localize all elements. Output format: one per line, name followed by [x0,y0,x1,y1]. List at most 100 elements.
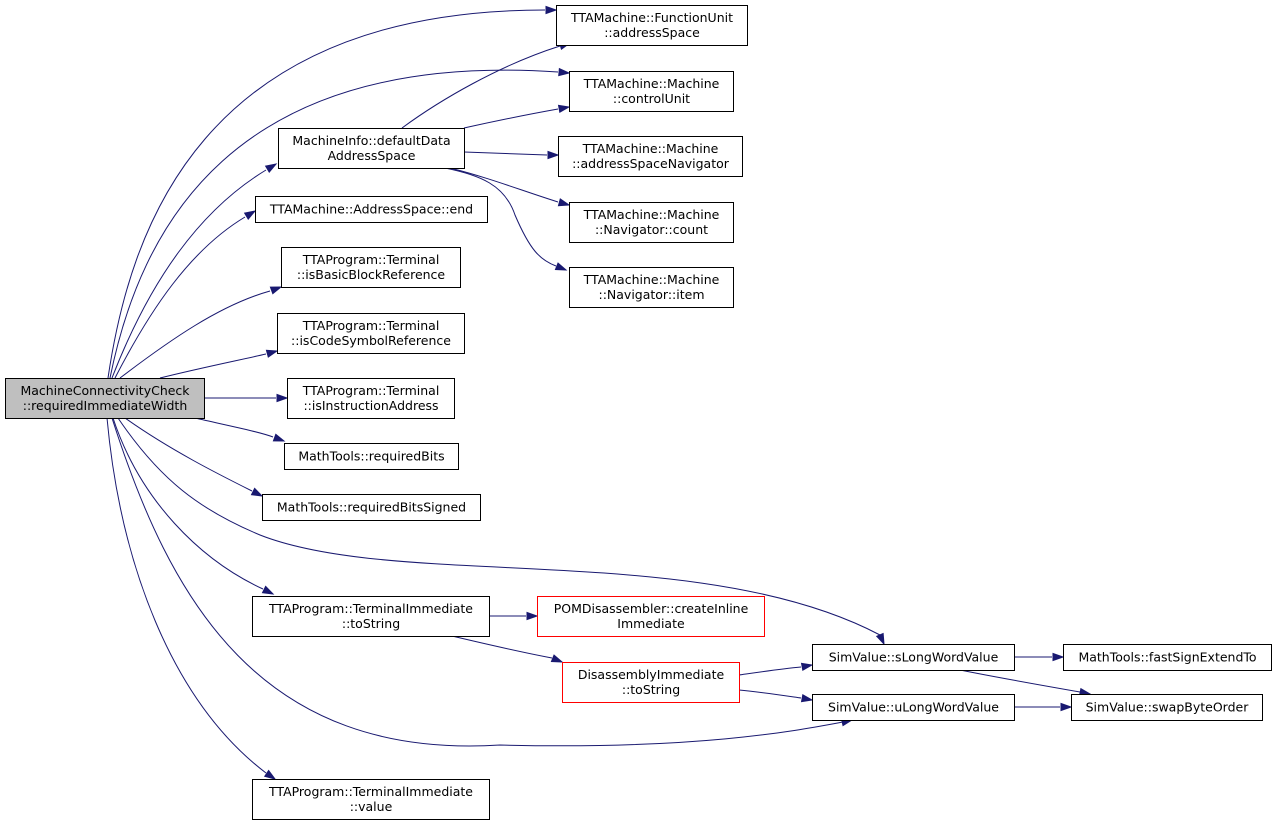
edge-line [444,167,557,267]
node-mt-rbs[interactable]: MathTools::requiredBitsSigned [262,494,481,521]
arrowhead-icon [547,150,560,160]
node-label-line: ::addressSpace [604,25,700,40]
edge-line [109,69,559,379]
edge-sv_ulwv-to-sv_sbo [1014,702,1073,712]
arrowhead-icon [557,104,571,114]
node-box [558,136,743,177]
arrowhead-icon [545,5,558,15]
node-label-line: TTAProgram::Terminal [302,318,440,333]
edge-line [738,666,802,676]
edge-line [106,417,267,774]
node-label-line: ::isInstructionAddress [303,398,438,413]
arrowhead-icon [800,693,814,703]
edge-line [112,417,264,590]
edge-line [107,9,546,379]
node-label-line: TTAMachine::Machine [582,141,719,156]
node-di-ts[interactable]: DisassemblyImmediate::toString [562,662,740,703]
node-m-cu[interactable]: TTAMachine::Machine::controlUnit [569,71,734,112]
node-label-line: ::toString [342,616,400,631]
node-label-line: TTAMachine::AddressSpace::end [269,202,473,217]
node-box [5,378,205,419]
arrowhead-icon [243,210,257,221]
arrowhead-icon [875,632,885,646]
node-nav-count[interactable]: TTAMachine::Machine::Navigator::count [569,202,734,243]
edge-ti_ts-to-pom_cii [489,611,539,621]
arrowhead-icon [800,662,814,672]
node-label-line: MathTools::requiredBits [298,449,444,464]
node-ti-ts[interactable]: TTAProgram::TerminalImmediate::toString [252,596,490,637]
edge-root-to-mi_das [111,163,278,379]
arrowhead-icon [1060,702,1073,712]
node-label-line: POMDisassembler::createInline [554,601,749,616]
node-label-line: Immediate [617,616,685,631]
node-nav-item[interactable]: TTAMachine::Machine::Navigator::item [569,267,734,308]
edge-line [114,216,246,379]
edge-root-to-t_csr [159,349,279,379]
node-t-ia[interactable]: TTAProgram::Terminal::isInstructionAddre… [287,378,455,419]
edge-line [451,635,553,659]
node-label-line: ::Navigator::item [598,287,704,302]
edge-ti_ts-to-di_ts [451,635,564,663]
node-label-line: ::addressSpaceNavigator [572,156,730,171]
node-box [287,378,455,419]
node-box [262,494,481,521]
edge-line [449,167,559,203]
edges-layer [106,5,1092,780]
arrowhead-icon [263,769,277,780]
edge-root-to-as_end [114,210,257,379]
node-label-line: TTAProgram::TerminalImmediate [268,601,473,616]
node-box [252,779,490,820]
edge-line [119,290,271,379]
node-box [812,644,1015,671]
edge-root-to-t_ia [204,393,289,403]
node-t-bbr[interactable]: TTAProgram::Terminal::isBasicBlockRefere… [281,247,461,288]
edge-line [194,417,274,438]
edge-root-to-mt_rbs [124,417,264,497]
edge-root-to-m_cu [109,67,571,379]
arrowhead-icon [265,349,279,358]
node-m-asn[interactable]: TTAMachine::Machine::addressSpaceNavigat… [558,136,743,177]
edge-root-to-ti_val [106,417,277,780]
arrowhead-icon [276,393,289,403]
node-box [812,694,1015,721]
nodes-layer: MachineConnectivityCheck::requiredImmedi… [5,5,1272,820]
node-ti-val[interactable]: TTAProgram::TerminalImmediate::value [252,779,490,820]
edge-root-to-ti_ts [112,417,275,595]
node-box [556,5,748,46]
node-label-line: TTAMachine::FunctionUnit [570,10,733,25]
node-root[interactable]: MachineConnectivityCheck::requiredImmedi… [5,378,205,419]
node-label-line: ::Navigator::count [595,222,708,237]
arrowhead-icon [557,198,571,207]
edge-root-to-sv_slwv [117,417,885,646]
edge-line [959,669,1081,693]
node-fu-as[interactable]: TTAMachine::FunctionUnit::addressSpace [556,5,748,46]
node-sv-slwv[interactable]: SimValue::sLongWordValue [812,644,1015,671]
node-t-csr[interactable]: TTAProgram::Terminal::isCodeSymbolRefere… [277,313,465,354]
node-box [569,202,734,243]
arrowhead-icon [526,611,539,621]
node-mt-fse[interactable]: MathTools::fastSignExtendTo [1063,644,1272,671]
node-label-line: TTAProgram::TerminalImmediate [268,784,473,799]
node-box [562,662,740,703]
edge-root-to-fu_as [107,5,558,379]
edge-mi_das-to-nav_count [449,167,571,207]
edge-line [111,169,267,379]
node-box [281,247,461,288]
node-as-end[interactable]: TTAMachine::AddressSpace::end [255,196,488,223]
node-box [537,596,765,637]
node-label-line: TTAProgram::Terminal [302,383,440,398]
arrowhead-icon [269,286,283,295]
node-label-line: ::isCodeSymbolReference [291,333,451,348]
node-label-line: TTAMachine::Machine [583,272,720,287]
node-mt-rb[interactable]: MathTools::requiredBits [284,443,459,470]
edge-line [117,417,881,636]
node-label-line: SimValue::swapByteOrder [1086,700,1250,715]
node-sv-sbo[interactable]: SimValue::swapByteOrder [1071,694,1263,721]
node-box [569,71,734,112]
node-label-line: MathTools::requiredBitsSigned [277,500,466,515]
node-label-line: MachineInfo::defaultData [292,133,450,148]
arrowhead-icon [264,163,278,174]
node-sv-ulwv[interactable]: SimValue::uLongWordValue [812,694,1015,721]
